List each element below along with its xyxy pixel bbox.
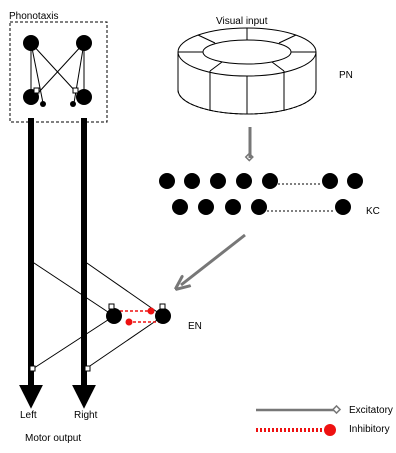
en-inhibitory-terminal [125, 318, 133, 326]
pn-label: PN [339, 70, 353, 81]
pn-ring-segments [178, 28, 316, 114]
visual-input-module: Visual input PN [177, 16, 353, 162]
left-label: Left [20, 410, 37, 421]
phonotaxis-excitatory-terminal [72, 87, 79, 94]
kc-neuron [335, 199, 351, 215]
visual-input-label: Visual input [216, 16, 268, 27]
en-neuron-right [155, 308, 171, 324]
en-label: EN [188, 321, 202, 332]
phonotaxis-connections [30, 42, 85, 104]
kc-neuron [225, 199, 241, 215]
kc-neuron [322, 173, 338, 189]
kc-neuron [210, 173, 226, 189]
legend-inhibitory-label: Inhibitory [349, 424, 390, 435]
phonotaxis-inhibitory-terminal [40, 101, 46, 107]
kc-neuron [236, 173, 252, 189]
en-excitatory-terminal [159, 303, 166, 310]
legend: Excitatory Inhibitory [256, 404, 393, 436]
phonotaxis-label: Phonotaxis [9, 11, 58, 22]
phonotaxis-neuron-top-left [23, 35, 39, 51]
kc-label: KC [366, 206, 380, 217]
kc-to-en-arrow [181, 233, 246, 285]
phonotaxis-excitatory-terminal [33, 87, 40, 94]
en-module: EN [106, 303, 202, 332]
kc-module: KC [159, 173, 380, 217]
kc-neuron [262, 173, 278, 189]
kc-neuron [159, 173, 175, 189]
en-excitatory-terminal [108, 303, 115, 310]
en-inhibitory-terminal [147, 307, 155, 315]
legend-excitatory-marker [331, 404, 342, 415]
kc-neuron [251, 199, 267, 215]
en-left-output-terminal [29, 365, 36, 372]
pn-ring [177, 27, 317, 115]
kc-neuron [347, 173, 363, 189]
legend-inhibitory-marker [324, 424, 336, 436]
motor-output-label: Motor output [25, 433, 81, 444]
kc-neuron [198, 199, 214, 215]
legend-excitatory-label: Excitatory [349, 405, 393, 416]
en-connections [30, 260, 164, 371]
phonotaxis-inhibitory-terminal [70, 101, 76, 107]
pn-to-kc-arrow [244, 127, 254, 162]
phonotaxis-box [9, 21, 108, 123]
en-neuron-left [106, 308, 122, 324]
en-right-output-terminal [84, 365, 91, 372]
right-label: Right [74, 410, 98, 421]
kc-neuron [172, 199, 188, 215]
phonotaxis-neuron-bottom-right [76, 89, 92, 105]
phonotaxis-neuron-top-right [76, 35, 92, 51]
kc-neuron [184, 173, 200, 189]
motor-pathways: Left Right Motor output [19, 118, 164, 444]
phonotaxis-module: Phonotaxis [9, 11, 108, 123]
pn-ring-top-inner [202, 39, 292, 65]
